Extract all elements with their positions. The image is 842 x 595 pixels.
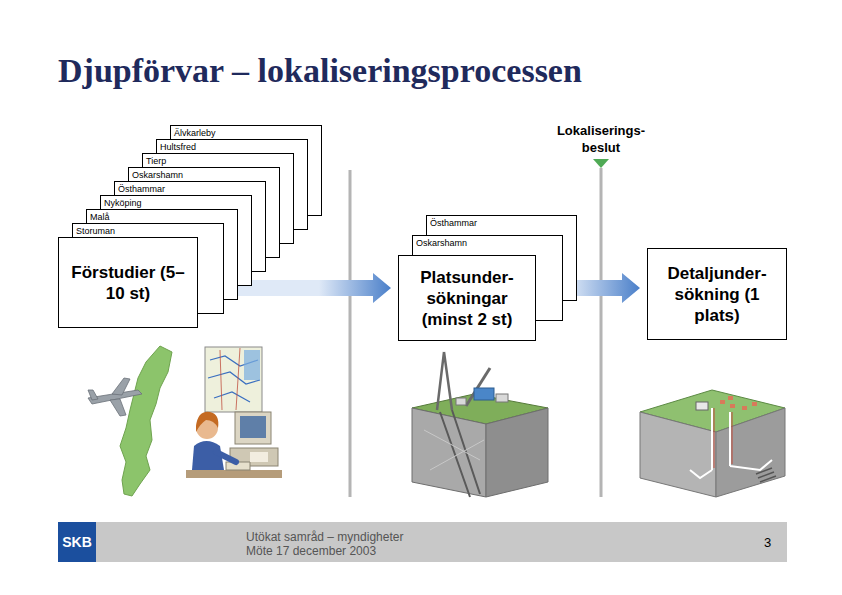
decision-marker bbox=[593, 159, 609, 168]
node-text: Östhammar bbox=[427, 216, 576, 231]
footer-bar bbox=[96, 522, 787, 562]
node-text: Platsunder- sökningar (minst 2 st) bbox=[410, 267, 524, 330]
repository-block bbox=[640, 390, 785, 497]
map-thumbnail bbox=[205, 347, 262, 412]
footer-text: Utökat samråd – myndigheter bbox=[246, 530, 403, 544]
footer-text: Möte 17 december 2003 bbox=[246, 544, 376, 558]
decision-label: Lokaliserings- beslut bbox=[546, 122, 656, 156]
node-text: Oskarshamn bbox=[413, 236, 562, 251]
logo-text: SKB bbox=[58, 522, 96, 562]
process-box: Platsunder- sökningar (minst 2 st) bbox=[398, 255, 536, 341]
sweden-map bbox=[120, 346, 172, 496]
process-box: Detaljunder- sökning (1 plats) bbox=[647, 248, 787, 340]
node-text: Förstudier (5–10 st) bbox=[71, 262, 185, 304]
drilling-site-block bbox=[412, 352, 548, 497]
process-box: Förstudier (5–10 st) bbox=[58, 237, 198, 328]
airplane bbox=[88, 378, 142, 416]
page-number: 3 bbox=[764, 535, 771, 550]
woman-at-computer bbox=[186, 412, 282, 478]
logo-block bbox=[58, 522, 96, 562]
divider-line bbox=[349, 170, 352, 497]
node-text: Detaljunder- sökning (1 plats) bbox=[660, 263, 774, 326]
slide-title: Djupförvar – lokaliseringsprocessen bbox=[58, 52, 582, 90]
divider-line bbox=[600, 168, 603, 497]
